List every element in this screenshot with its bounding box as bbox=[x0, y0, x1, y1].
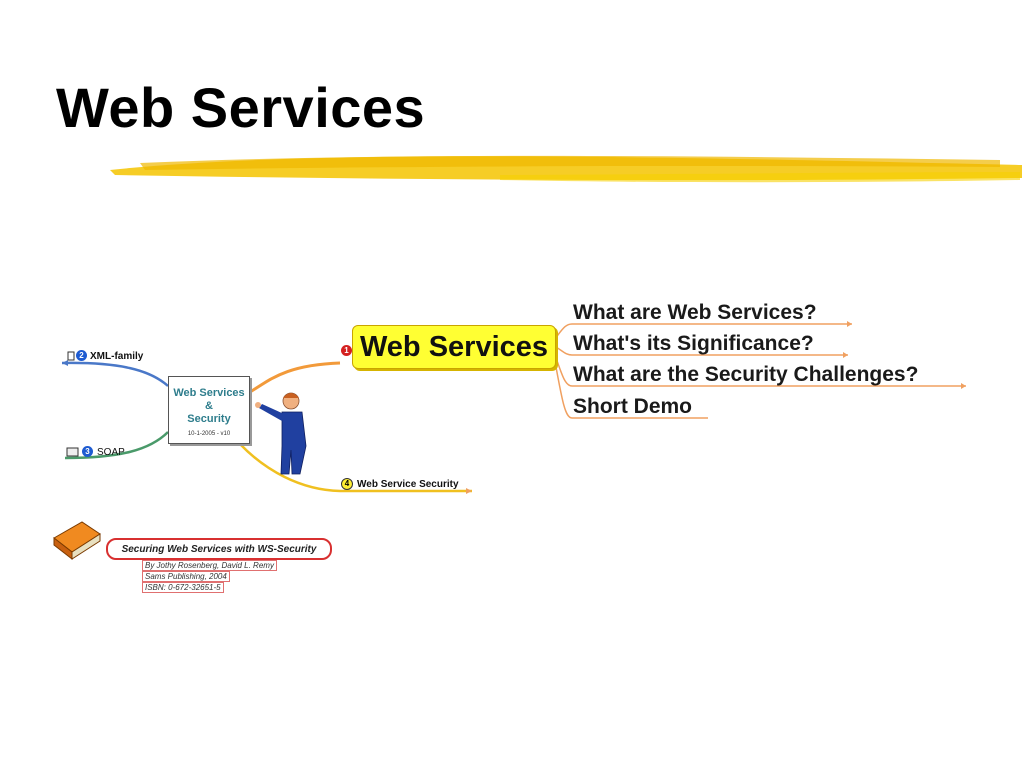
slide-title: Web Services bbox=[56, 76, 426, 139]
soap-number-badge: 3 bbox=[82, 446, 93, 457]
main-topic-number-badge: 1 bbox=[341, 345, 352, 356]
main-topic-web-services: Web Services bbox=[352, 325, 556, 369]
central-topic-date: 10-1-2005 - v10 bbox=[187, 431, 231, 437]
central-topic-line3: Security bbox=[187, 413, 231, 425]
reference-publisher: Sams Publishing, 2004 bbox=[142, 571, 230, 582]
branch-what-are-web-services: What are Web Services? bbox=[573, 301, 817, 324]
reference-book-title: Securing Web Services with WS-Security bbox=[106, 538, 332, 560]
web-service-security-number-badge: 4 bbox=[341, 478, 353, 490]
title-highlighter-stroke bbox=[110, 155, 1022, 183]
side-topic-xml-family: XML-family bbox=[90, 351, 144, 362]
side-topic-web-service-security: Web Service Security bbox=[357, 479, 459, 490]
central-topic-line2: & bbox=[205, 400, 213, 412]
central-topic-box: Web Services & Security 10-1-2005 - v10 bbox=[168, 376, 250, 444]
branch-short-demo: Short Demo bbox=[573, 395, 693, 418]
branch-security-challenges: What are the Security Challenges? bbox=[573, 363, 919, 386]
side-topic-soap: SOAP bbox=[97, 447, 125, 458]
xml-family-number-badge: 2 bbox=[76, 350, 87, 361]
branch-significance: What's its Significance? bbox=[573, 332, 814, 355]
central-topic-line1: Web Services bbox=[173, 387, 245, 399]
reference-isbn: ISBN: 0-672-32651-5 bbox=[142, 582, 224, 593]
reference-authors: By Jothy Rosenberg, David L. Remy bbox=[142, 560, 277, 571]
